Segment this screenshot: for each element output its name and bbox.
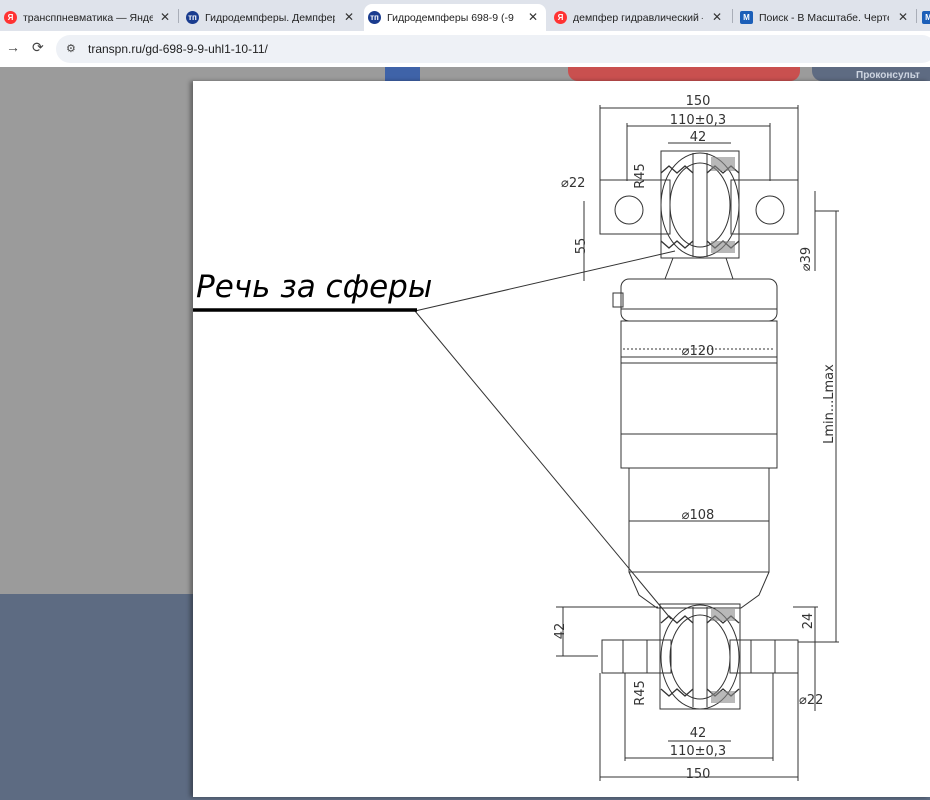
dim-42-bottom: 42 [690,726,707,741]
tab-strip: Я трансппневматика — Яндекс: н ✕ тп Гидр… [0,0,930,31]
masshtabe-icon: M [922,11,930,24]
url-text: transpn.ru/gd-698-9-9-uhl1-10-11/ [88,42,268,56]
header-red-button[interactable] [568,67,800,81]
close-icon[interactable]: ✕ [343,10,354,24]
dim-d22-bottom: ⌀22 [799,693,823,708]
tab-gidrodempfery[interactable]: тп Гидродемпферы. Демпферы г ✕ [182,4,362,31]
leader-line-bottom [414,310,672,620]
tab-masshtabe[interactable]: M Поиск - В Масштабе. Чертежи ✕ [736,4,916,31]
dim-r45-bottom: R45 [633,680,648,706]
dim-d22-top: ⌀22 [561,176,585,191]
annotation-text: Речь за сферы [196,269,432,305]
dim-150-top: 150 [686,94,711,109]
dim-42-top: 42 [690,130,707,145]
tab-yandex-search[interactable]: Я трансппневматика — Яндекс: н ✕ [0,4,178,31]
site-settings-icon[interactable]: ⚙ [66,43,76,55]
site-logo-icon: тп [186,11,199,24]
browser-toolbar: → ⟳ ⚙ transpn.ru/gd-698-9-9-uhl1-10-11/ [0,31,930,68]
consult-label: Проконсульт [856,70,920,81]
upper-cap [620,278,778,322]
tab-yandex-dempfer[interactable]: Я демпфер гидравлический — Я ✕ [550,4,730,31]
dim-r45-top: R45 [633,163,648,189]
site-logo-icon: тп [368,11,381,24]
dim-110-bottom: 110±0,3 [670,744,726,759]
close-icon[interactable]: ✕ [527,10,538,24]
dim-d39: ⌀39 [799,247,814,271]
tab-separator [178,9,179,23]
tab-label: Поиск - В Масштабе. Чертежи [759,11,889,24]
close-icon[interactable]: ✕ [711,10,722,24]
damper-drawing: 150 110±0,3 42 R45 ⌀22 55 ⌀39 ⌀120 Lmin.… [193,94,839,782]
bolt-hole-right [755,195,785,225]
consult-button[interactable]: Проконсульт [812,67,930,81]
dim-24: 24 [801,613,816,630]
reload-icon[interactable]: ⟳ [32,39,44,55]
tab-gd-698[interactable]: тп Гидродемпферы 698-9 (-9 УХЛ ✕ [364,4,546,31]
yandex-icon: Я [554,11,567,24]
close-icon[interactable]: ✕ [159,10,170,24]
dim-lminmax: Lmin...Lmax [822,364,837,444]
dim-55: 55 [574,238,589,255]
dim-d108: ⌀108 [682,508,715,523]
close-icon[interactable]: ✕ [897,10,908,24]
drawing-image: 150 110±0,3 42 R45 ⌀22 55 ⌀39 ⌀120 Lmin.… [193,81,930,797]
header-button[interactable] [385,67,420,81]
address-bar[interactable]: ⚙ transpn.ru/gd-698-9-9-uhl1-10-11/ [56,35,930,63]
bolt-hole-left [614,195,644,225]
tab-label: Гидродемпферы. Демпферы г [205,11,335,24]
dim-42-left: 42 [553,623,568,640]
lower-cylinder [628,467,770,573]
masshtabe-icon: M [740,11,753,24]
yandex-icon: Я [4,11,17,24]
tab-label: Гидродемпферы 698-9 (-9 УХЛ [387,11,517,24]
tab-separator [732,9,733,23]
tab-partial[interactable]: M [918,4,930,31]
top-lug-right [730,179,799,235]
tab-separator [916,9,917,23]
cone-bottom [628,571,770,609]
tab-label: трансппневматика — Яндекс: н [23,11,153,24]
tab-label: демпфер гидравлический — Я [573,11,703,24]
dim-150-bottom: 150 [686,767,711,782]
leader-line-top [414,250,676,312]
forward-icon[interactable]: → [6,39,20,55]
dim-d120: ⌀120 [682,344,715,359]
dim-110-top: 110±0,3 [670,113,726,128]
